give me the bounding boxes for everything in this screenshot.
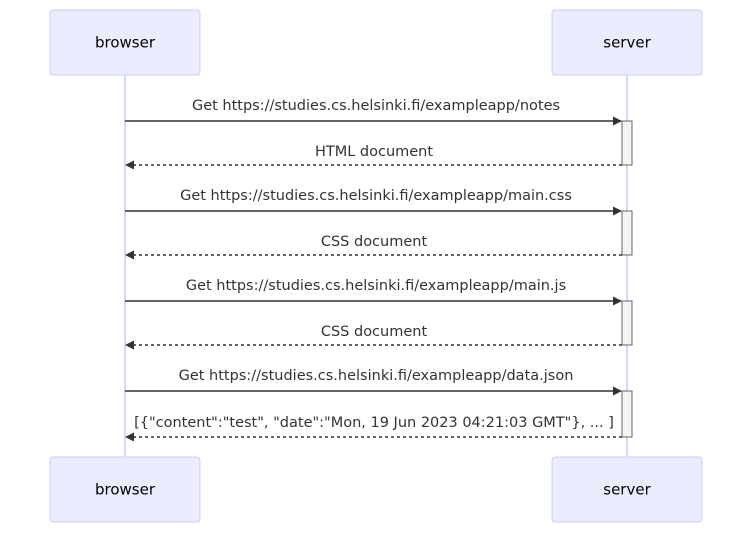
message-label: Get https://studies.cs.helsinki.fi/examp…	[179, 368, 574, 384]
message-label: [{"content":"test", "date":"Mon, 19 Jun …	[134, 415, 614, 431]
message-response-js: CSS document	[125, 324, 622, 350]
server-activation-3	[621, 300, 633, 346]
message-label: CSS document	[321, 234, 428, 250]
message-request-main-js: Get https://studies.cs.helsinki.fi/examp…	[125, 278, 622, 306]
message-request-notes: Get https://studies.cs.helsinki.fi/examp…	[125, 98, 622, 126]
message-response-html: HTML document	[125, 144, 622, 170]
server-activation-1	[621, 120, 633, 166]
message-label: CSS document	[321, 324, 428, 340]
browser-actor-top: browser	[49, 9, 201, 76]
server-activation-2	[621, 210, 633, 256]
message-label: Get https://studies.cs.helsinki.fi/examp…	[186, 278, 566, 294]
server-actor-bottom: server	[551, 456, 703, 523]
browser-actor-label: browser	[95, 481, 156, 499]
server-actor-label: server	[603, 481, 651, 499]
server-actor-label: server	[603, 34, 651, 52]
browser-actor-label: browser	[95, 34, 156, 52]
message-label: HTML document	[315, 144, 433, 160]
server-activation-4	[621, 390, 633, 438]
message-label: Get https://studies.cs.helsinki.fi/examp…	[180, 188, 572, 204]
browser-actor-bottom: browser	[49, 456, 201, 523]
message-request-data-json: Get https://studies.cs.helsinki.fi/examp…	[125, 368, 622, 396]
server-actor-top: server	[551, 9, 703, 76]
message-response-json-data: [{"content":"test", "date":"Mon, 19 Jun …	[125, 415, 622, 442]
message-response-css: CSS document	[125, 234, 622, 260]
message-label: Get https://studies.cs.helsinki.fi/examp…	[192, 98, 560, 114]
message-request-main-css: Get https://studies.cs.helsinki.fi/examp…	[125, 188, 622, 216]
